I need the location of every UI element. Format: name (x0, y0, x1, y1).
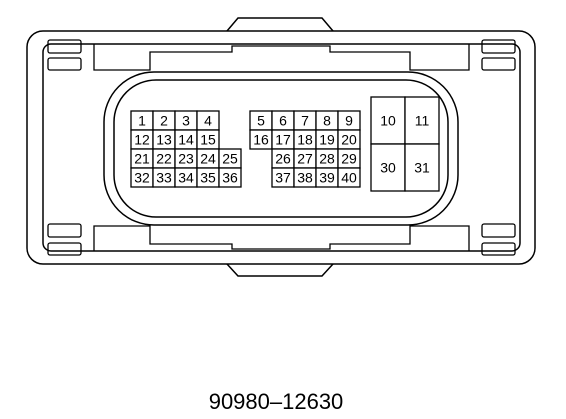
pin-13: 13 (152, 129, 176, 150)
pin-label: 15 (200, 132, 216, 148)
pin-12: 12 (130, 129, 154, 150)
pin-label: 22 (156, 151, 172, 167)
pin-label: 13 (156, 132, 172, 148)
pin-label: 36 (222, 170, 238, 186)
pin-label: 26 (275, 151, 291, 167)
pin-label: 39 (319, 170, 335, 186)
pin-label: 18 (297, 132, 313, 148)
pin-10: 10 (370, 96, 406, 145)
pin-3: 3 (174, 110, 198, 131)
pin-2: 2 (152, 110, 176, 131)
part-number: 90980–12630 (209, 389, 344, 414)
pin-29: 29 (337, 148, 361, 169)
pin-label: 1 (138, 113, 146, 129)
connector-housing (26, 17, 536, 277)
pin-label: 3 (182, 113, 190, 129)
pin-5: 5 (249, 110, 273, 131)
pin-cell (404, 96, 440, 145)
pin-label: 16 (253, 132, 269, 148)
pin-label: 38 (297, 170, 313, 186)
pin-39: 39 (315, 167, 339, 188)
pin-label: 32 (134, 170, 150, 186)
pin-label: 2 (160, 113, 168, 129)
pin-18: 18 (293, 129, 317, 150)
pin-label: 7 (301, 113, 309, 129)
pin-21: 21 (130, 148, 154, 169)
pin-37: 37 (271, 167, 295, 188)
pin-1: 1 (130, 110, 154, 131)
pin-19: 19 (315, 129, 339, 150)
pin-9: 9 (337, 110, 361, 131)
pin-label: 33 (156, 170, 172, 186)
pin-label: 8 (323, 113, 331, 129)
pin-cell (404, 143, 440, 192)
pin-label: 21 (134, 151, 150, 167)
pin-38: 38 (293, 167, 317, 188)
pin-33: 33 (152, 167, 176, 188)
pin-label: 10 (380, 113, 396, 129)
pin-label: 28 (319, 151, 335, 167)
pin-label: 5 (257, 113, 265, 129)
pin-cell (337, 167, 361, 188)
pin-15: 15 (196, 129, 220, 150)
pin-22: 22 (152, 148, 176, 169)
pin-label: 19 (319, 132, 335, 148)
pin-24: 24 (196, 148, 220, 169)
pin-26: 26 (271, 148, 295, 169)
pin-8: 8 (315, 110, 339, 131)
pin-17: 17 (271, 129, 295, 150)
pin-label: 20 (341, 132, 357, 148)
pin-4: 4 (196, 110, 220, 131)
pin-label: 40 (341, 170, 357, 186)
pin-11: 11 (404, 96, 440, 145)
pin-label: 23 (178, 151, 194, 167)
pin-31: 31 (404, 143, 440, 192)
pin-label: 14 (178, 132, 194, 148)
pin-35: 35 (196, 167, 220, 188)
pin-label: 35 (200, 170, 216, 186)
pin-label: 4 (204, 113, 212, 129)
pin-6: 6 (271, 110, 295, 131)
pin-label: 24 (200, 151, 216, 167)
pin-label: 11 (415, 113, 430, 129)
pin-label: 27 (297, 151, 313, 167)
pin-30: 30 (370, 143, 406, 192)
pin-cell (218, 167, 242, 188)
pin-label: 34 (178, 170, 194, 186)
pin-cell (370, 143, 406, 192)
pin-label: 6 (279, 113, 287, 129)
pin-label: 9 (345, 113, 353, 129)
pin-label: 12 (134, 132, 150, 148)
pin-23: 23 (174, 148, 198, 169)
pin-label: 30 (380, 160, 396, 176)
pin-28: 28 (315, 148, 339, 169)
pin-32: 32 (130, 167, 154, 188)
pin-label: 17 (275, 132, 291, 148)
pin-7: 7 (293, 110, 317, 131)
pin-27: 27 (293, 148, 317, 169)
pin-label: 25 (222, 151, 238, 167)
pin-14: 14 (174, 129, 198, 150)
pin-40: 40 (337, 167, 361, 188)
pin-label: 31 (414, 160, 430, 176)
pin-16: 16 (249, 129, 273, 150)
pin-34: 34 (174, 167, 198, 188)
pin-20: 20 (337, 129, 361, 150)
pin-label: 29 (341, 151, 357, 167)
pin-25: 25 (218, 148, 242, 169)
pin-36: 36 (218, 167, 242, 188)
pin-label: 37 (275, 170, 291, 186)
